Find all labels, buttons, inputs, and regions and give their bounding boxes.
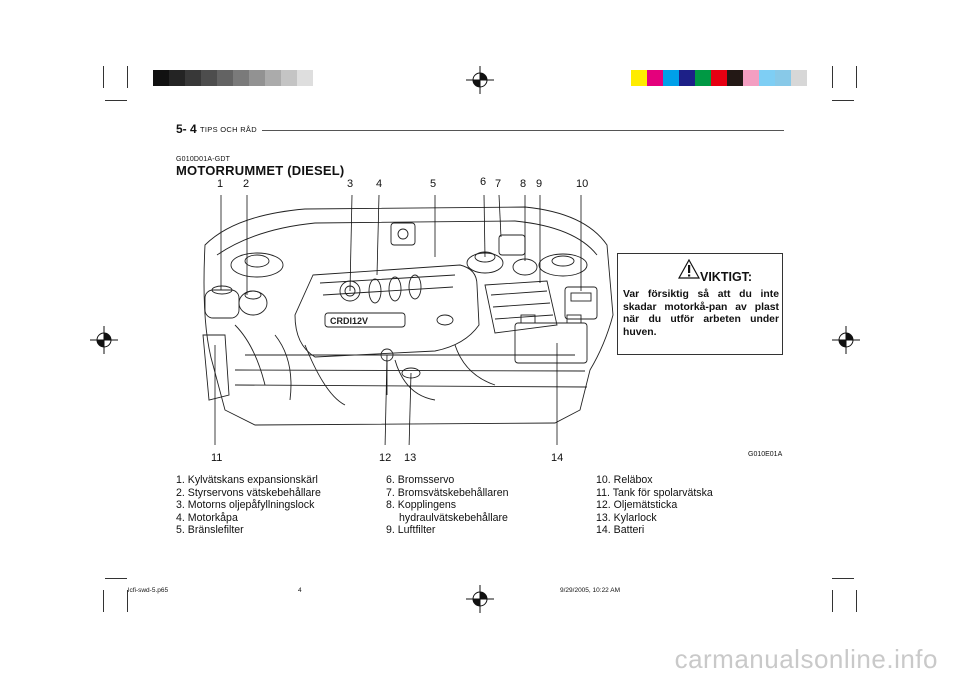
watermark-text: carmanualsonline.info [674, 644, 938, 674]
callout-number: 6 [480, 176, 487, 188]
callout-number: 11 [211, 452, 223, 464]
legend-item: 4. Motorkåpa [176, 511, 238, 524]
calibration-swatch [265, 70, 281, 86]
callout-number: 3 [347, 178, 354, 190]
warning-triangle-icon [678, 259, 700, 279]
calibration-swatch [297, 70, 313, 86]
legend-item: 14. Batteri [596, 524, 645, 536]
calibration-swatch [217, 70, 233, 86]
legend-item: 10. Reläbox [596, 474, 653, 486]
calibration-swatch [185, 70, 201, 86]
section-title: MOTORRUMMET (DIESEL) [176, 163, 345, 178]
legend-column-2: 6. Bromsservo 7. Bromsvätskebehållaren 8… [386, 474, 508, 537]
header-rule [262, 130, 784, 131]
legend-item: 3. Motorns oljepåfyllningslock [176, 499, 315, 511]
watermark: carmanualsonline.info [0, 642, 960, 678]
registration-mark-top [466, 66, 494, 94]
calibration-swatch [169, 70, 185, 86]
calibration-swatch [631, 70, 647, 86]
legend-item: 1. Kylvätskans expansionskärl [176, 474, 318, 486]
legend-item: 13. Kylarlock [596, 511, 657, 524]
engine-cover-label: CRDI12V [330, 316, 368, 326]
legend-item: 9. Luftfilter [386, 524, 436, 536]
calibration-swatch [663, 70, 679, 86]
page-number: 5- 4 [176, 122, 197, 136]
callout-number: 10 [576, 178, 589, 190]
legend-column-1: 1. Kylvätskans expansionskärl 2. Styrser… [176, 474, 321, 537]
legend-item: 12. Oljemätsticka [596, 499, 678, 511]
calibration-swatch [711, 70, 727, 86]
calibration-swatch [647, 70, 663, 86]
registration-mark-right [832, 326, 860, 354]
legend-item: hydraulvätskebehållare [399, 511, 508, 524]
registration-mark-bottom [466, 585, 494, 613]
callout-number: 8 [520, 178, 527, 190]
engine-compartment-illustration: CRDI12V [202, 195, 614, 445]
calibration-swatch [727, 70, 743, 86]
calibration-swatch [153, 70, 169, 86]
calibration-swatch [775, 70, 791, 86]
legend-column-3: 10. Reläbox 11. Tank för spolarvätska 12… [596, 474, 713, 537]
calibration-swatch [233, 70, 249, 86]
legend-item: 11. Tank för spolarvätska [596, 486, 713, 499]
calibration-swatch [281, 70, 297, 86]
callout-number: 9 [536, 178, 543, 190]
calibration-swatch [679, 70, 695, 86]
callout-number: 1 [217, 178, 224, 190]
calibration-swatch [201, 70, 217, 86]
footer-filename: lcfi-swd-5.p65 [128, 587, 169, 594]
calibration-swatch [249, 70, 265, 86]
legend-item: 8. Kopplingens [386, 499, 457, 511]
callout-number: 14 [551, 452, 564, 464]
callout-number: 4 [376, 178, 383, 190]
color-calibration-bar [631, 70, 807, 86]
warning-text: Var försiktig så att du inte skadar moto… [623, 289, 779, 338]
section-code: G010D01A-GDT [176, 156, 231, 163]
legend-item: 6. Bromsservo [386, 474, 455, 486]
running-header: TIPS OCH RÅD [200, 125, 257, 134]
registration-mark-left [90, 326, 118, 354]
footer-page: 4 [298, 587, 302, 594]
legend-item: 7. Bromsvätskebehållaren [386, 486, 509, 499]
legend-item: 2. Styrservons vätskebehållare [176, 486, 321, 499]
warning-title: VIKTIGT: [700, 270, 753, 284]
grayscale-calibration-bar [153, 70, 313, 86]
callout-number: 13 [404, 452, 417, 464]
legend-item: 5. Bränslefilter [176, 524, 244, 536]
callout-number: 12 [379, 452, 392, 464]
callout-number: 2 [243, 178, 250, 190]
callout-number: 5 [430, 178, 437, 190]
figure-code: G010E01A [748, 451, 783, 458]
calibration-swatch [791, 70, 807, 86]
calibration-swatch [743, 70, 759, 86]
warning-box: VIKTIGT: Var försiktig så att du inte sk… [617, 253, 783, 355]
callout-number: 7 [495, 178, 502, 190]
calibration-swatch [759, 70, 775, 86]
footer-date: 9/29/2005, 10:22 AM [560, 587, 620, 594]
calibration-swatch [695, 70, 711, 86]
